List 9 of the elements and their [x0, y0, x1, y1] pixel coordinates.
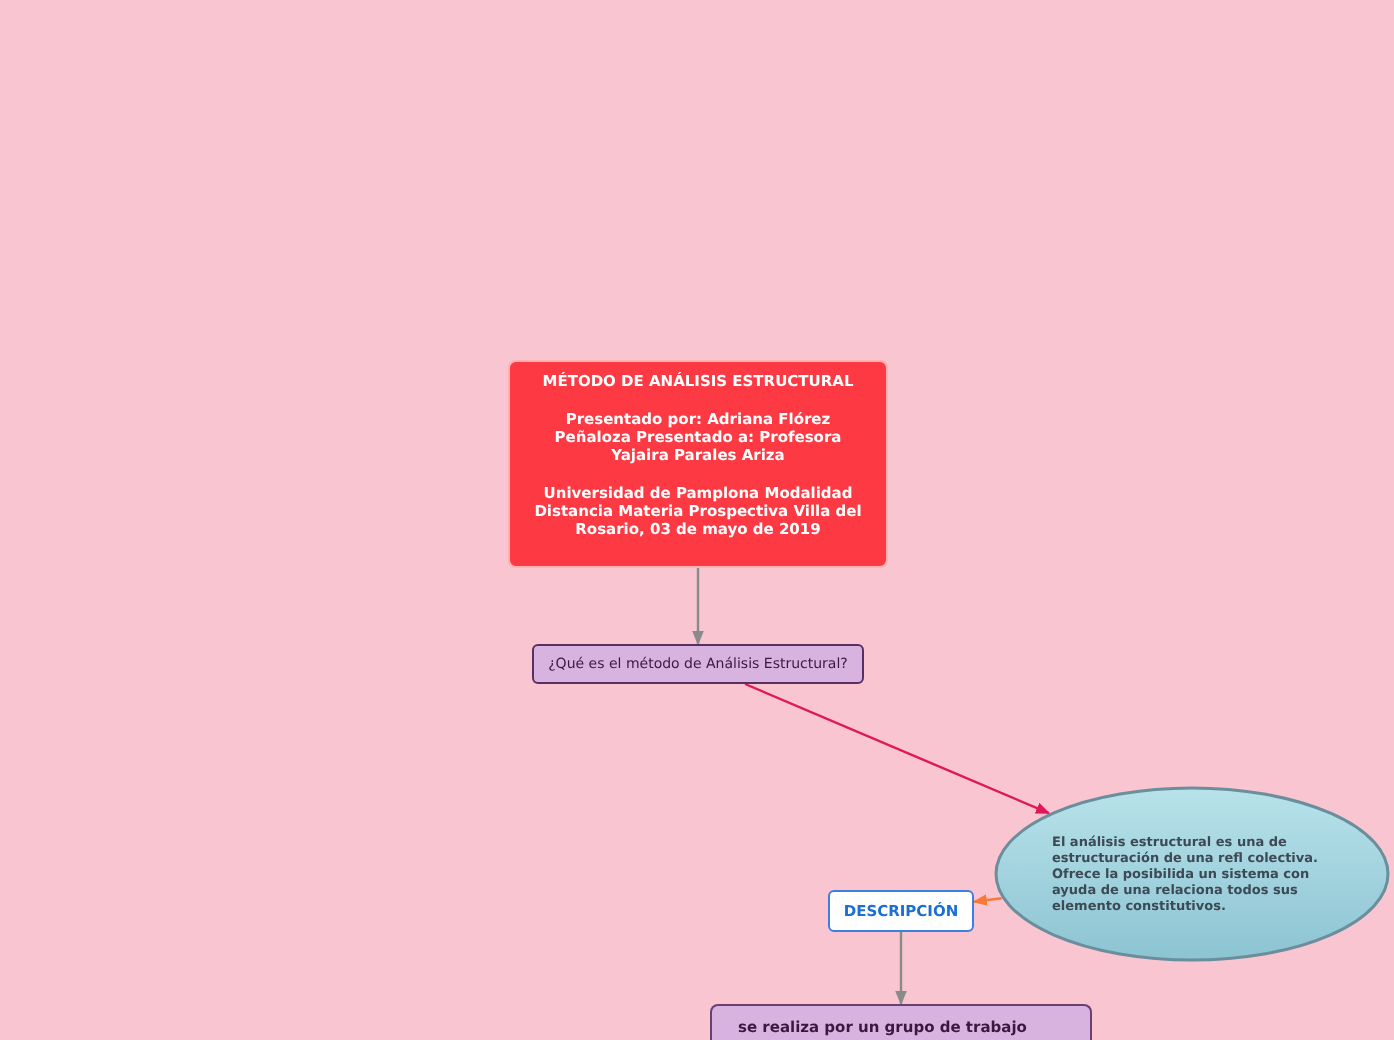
arrow: [744, 682, 1051, 815]
question-box: [532, 644, 864, 684]
topic-box: [828, 890, 974, 932]
arrow: [972, 894, 1002, 906]
note-box: [710, 1004, 1092, 1040]
arrow: [895, 932, 907, 1006]
title-box: [508, 360, 888, 568]
arrow: [692, 568, 704, 646]
definition-ellipse: [994, 786, 1390, 962]
